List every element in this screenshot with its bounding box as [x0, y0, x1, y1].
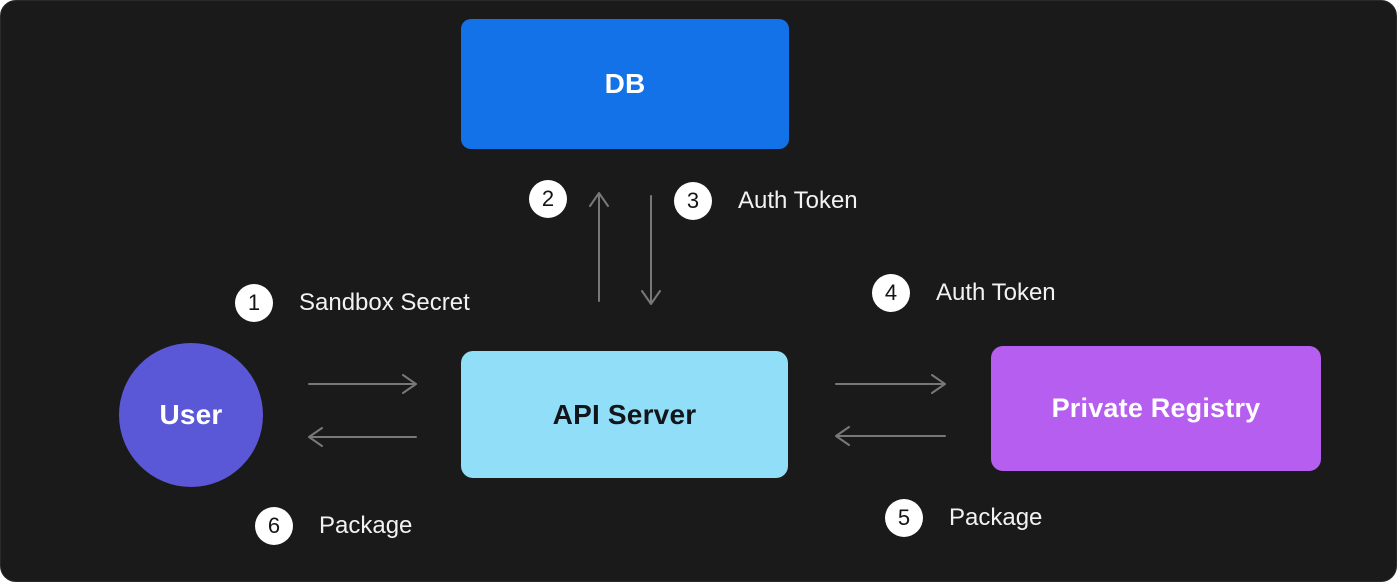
step-6-label: Package — [319, 512, 413, 539]
step-3: 3 Auth Token — [674, 182, 858, 220]
arrow-api-server-to-private-registry — [835, 374, 946, 394]
step-1: 1 Sandbox Secret — [235, 284, 470, 322]
private-registry-node: Private Registry — [991, 346, 1321, 471]
step-5-number-badge: 5 — [885, 499, 923, 537]
api-server-node: API Server — [461, 351, 788, 478]
user-node: User — [119, 343, 263, 487]
step-1-label: Sandbox Secret — [299, 289, 470, 316]
step-4: 4 Auth Token — [872, 274, 1056, 312]
arrow-private-registry-to-api-server — [835, 426, 946, 446]
step-6: 6 Package — [255, 507, 412, 545]
private-registry-node-label: Private Registry — [1051, 393, 1261, 423]
db-node-label: DB — [604, 68, 646, 99]
step-3-number-badge: 3 — [674, 182, 712, 220]
arrow-api-server-to-user — [308, 427, 417, 447]
arrow-db-to-api-server — [641, 195, 661, 305]
api-server-node-label: API Server — [552, 398, 697, 430]
arrow-user-to-api-server — [308, 374, 417, 394]
step-2: 2 — [529, 180, 593, 218]
db-node: DB — [461, 19, 789, 149]
step-4-number-badge: 4 — [872, 274, 910, 312]
step-3-label: Auth Token — [738, 187, 858, 214]
step-5-label: Package — [949, 504, 1043, 531]
user-node-label: User — [159, 399, 223, 430]
step-2-number-badge: 2 — [529, 180, 567, 218]
step-6-number-badge: 6 — [255, 507, 293, 545]
step-4-label: Auth Token — [936, 279, 1056, 306]
step-1-number-badge: 1 — [235, 284, 273, 322]
step-5: 5 Package — [885, 499, 1042, 537]
